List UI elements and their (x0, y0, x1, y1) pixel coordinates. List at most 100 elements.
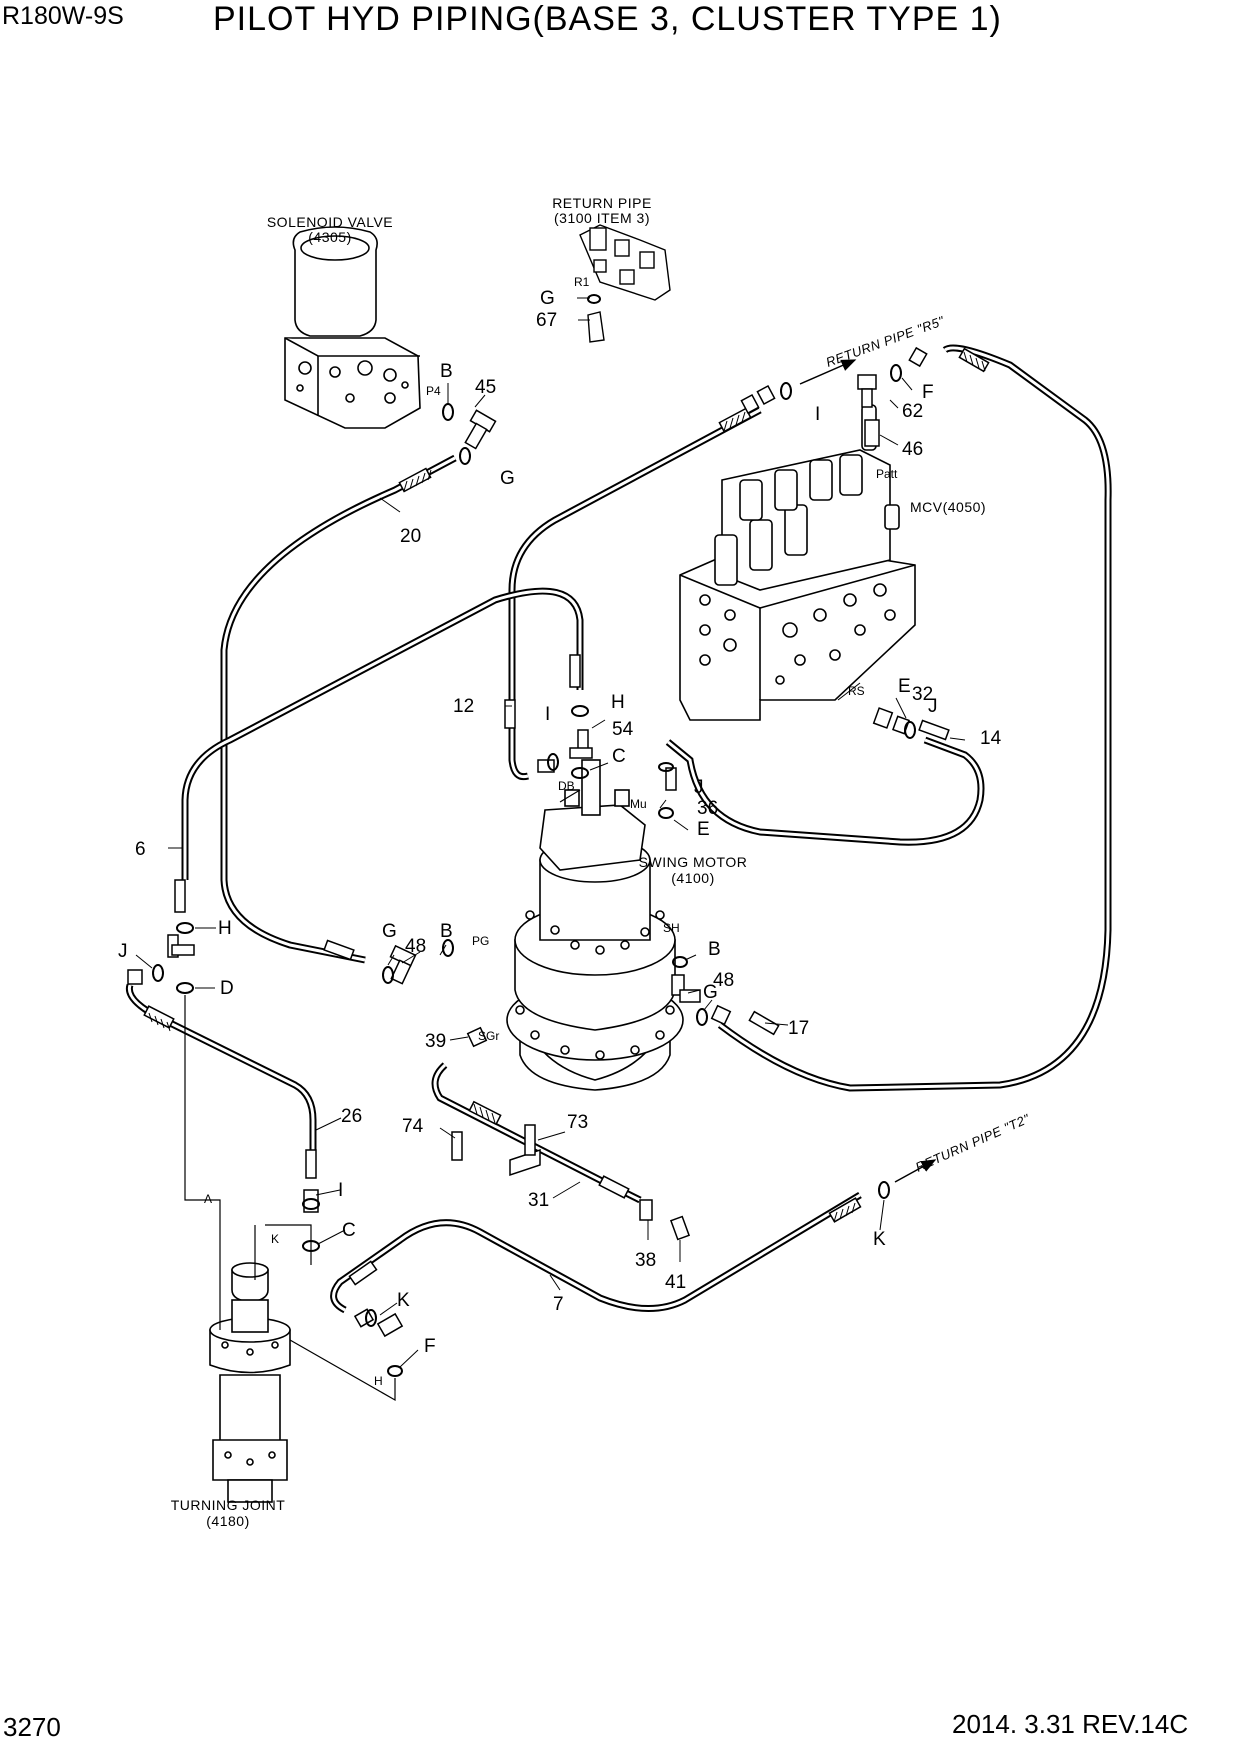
revision-date: 2014. 3.31 REV.14C (952, 1709, 1189, 1739)
callout-31: 31 (528, 1190, 549, 1211)
port-mu: Mu (630, 797, 647, 811)
port-db: DB (558, 779, 575, 793)
letter-c-swing: C (612, 746, 626, 767)
hose-6 (181, 587, 584, 880)
letter-b-sh: B (708, 939, 721, 960)
hose-31-core (433, 1063, 641, 1202)
port-pg: PG (472, 934, 489, 948)
hose-26-core (127, 984, 315, 1175)
hose-7 (330, 1191, 862, 1314)
part-callouts: 45 20 12 6 54 36 32 14 62 46 67 48 48 17… (135, 310, 1002, 1315)
sleeve-hatching (148, 351, 986, 1223)
model-number: R180W-9S (2, 2, 124, 30)
port-sh: SH (663, 921, 680, 935)
letter-g-solenoid: G (500, 468, 515, 489)
callout-48-left: 48 (405, 936, 426, 957)
solenoid-valve-label: SOLENOID VALVE (267, 214, 393, 230)
port-a: A (204, 1192, 212, 1206)
hose-14 (665, 736, 985, 846)
letter-g-return: G (540, 288, 555, 309)
port-sgr: SGr (478, 1029, 499, 1043)
letter-g-sh: G (703, 982, 718, 1003)
return-r5-label: RETURN PIPE "R5" (824, 313, 947, 370)
callout-73: 73 (567, 1112, 588, 1133)
letter-j-tj: J (118, 941, 128, 962)
letter-f-tj: F (424, 1336, 436, 1357)
letter-k-t2: K (873, 1229, 886, 1250)
callout-6: 6 (135, 839, 146, 860)
hose-sleeves (143, 347, 990, 1286)
port-rs: RS (848, 684, 865, 698)
port-k: K (271, 1232, 279, 1246)
letter-b-solenoid: B (440, 361, 453, 382)
return-pipe (579, 224, 671, 343)
letter-d-tj: D (220, 978, 234, 999)
letter-e-mcv: E (898, 676, 911, 697)
solenoid-valve-code: (4305) (308, 229, 351, 245)
hose-14-core (667, 738, 983, 844)
letter-i-swing: I (545, 704, 550, 725)
connection-lines (184, 789, 581, 1402)
callout-36: 36 (697, 798, 718, 819)
letter-c-26: C (342, 1220, 356, 1241)
connection-letters: B G I F G H I C E J J E H J D G B B G I … (118, 288, 938, 1357)
port-r1: R1 (574, 275, 590, 289)
callout-26: 26 (341, 1106, 362, 1127)
letter-j-mcv: J (928, 696, 938, 717)
swing-motor-label: SWING MOTOR (639, 854, 748, 870)
hose-6-core (183, 589, 582, 880)
hose-17-core (719, 346, 1110, 1090)
port-patt: Patt (876, 467, 898, 481)
return-pipe-label: RETURN PIPE (552, 195, 652, 211)
solenoid-valve (284, 226, 421, 429)
clamp-bracket (509, 1124, 541, 1177)
letter-j-mu: J (694, 777, 704, 798)
letter-h-tj: H (218, 918, 232, 939)
port-labels: P4 R1 Patt RS DB Mu PG SH SGr A K H (204, 275, 898, 1388)
callout-14: 14 (980, 728, 1002, 749)
hose-20-core (222, 456, 456, 962)
callout-46: 46 (902, 439, 923, 460)
callout-41: 41 (665, 1272, 686, 1293)
turning-joint-code: (4180) (206, 1513, 249, 1529)
port-p4: P4 (426, 384, 441, 398)
callout-45: 45 (475, 377, 496, 398)
callout-20: 20 (400, 526, 421, 547)
return-pipe-code: (3100 ITEM 3) (554, 210, 650, 226)
port-h: H (374, 1374, 383, 1388)
letter-b-pg: B (440, 921, 453, 942)
leader-lines (135, 297, 966, 1368)
callout-74: 74 (402, 1116, 424, 1137)
callout-48-right: 48 (713, 970, 734, 991)
callout-38: 38 (635, 1250, 656, 1271)
return-arrows (799, 359, 937, 1183)
hose-7-core (332, 1193, 861, 1312)
swing-motor-code: (4100) (671, 870, 714, 886)
callout-7: 7 (553, 1294, 564, 1315)
mcv-block (679, 404, 916, 721)
callout-17: 17 (788, 1018, 809, 1039)
hoses (125, 344, 1112, 1314)
callout-12: 12 (453, 696, 474, 717)
callout-32: 32 (912, 684, 933, 705)
return-t2-label: RETURN PIPE "T2" (913, 1110, 1033, 1174)
page-number: 3270 (3, 1712, 61, 1742)
swing-motor (506, 759, 684, 1091)
letter-g-pg: G (382, 921, 397, 942)
turning-joint (209, 1262, 291, 1503)
letter-e-mu: E (697, 819, 710, 840)
letter-h-swing: H (611, 692, 625, 713)
callout-62: 62 (902, 401, 923, 422)
letter-i-26: I (338, 1180, 343, 1201)
turning-joint-label: TURNING JOINT (171, 1497, 286, 1513)
mcv-label: MCV(4050) (910, 499, 986, 515)
callout-39: 39 (425, 1031, 446, 1052)
callout-67: 67 (536, 310, 557, 331)
hose-12-core (510, 408, 761, 779)
page-title: PILOT HYD PIPING(BASE 3, CLUSTER TYPE 1) (213, 0, 1002, 38)
callout-54: 54 (612, 719, 634, 740)
letter-i-r5: I (815, 404, 820, 425)
letter-k-tj: K (397, 1290, 410, 1311)
letter-f-r5: F (922, 382, 934, 403)
